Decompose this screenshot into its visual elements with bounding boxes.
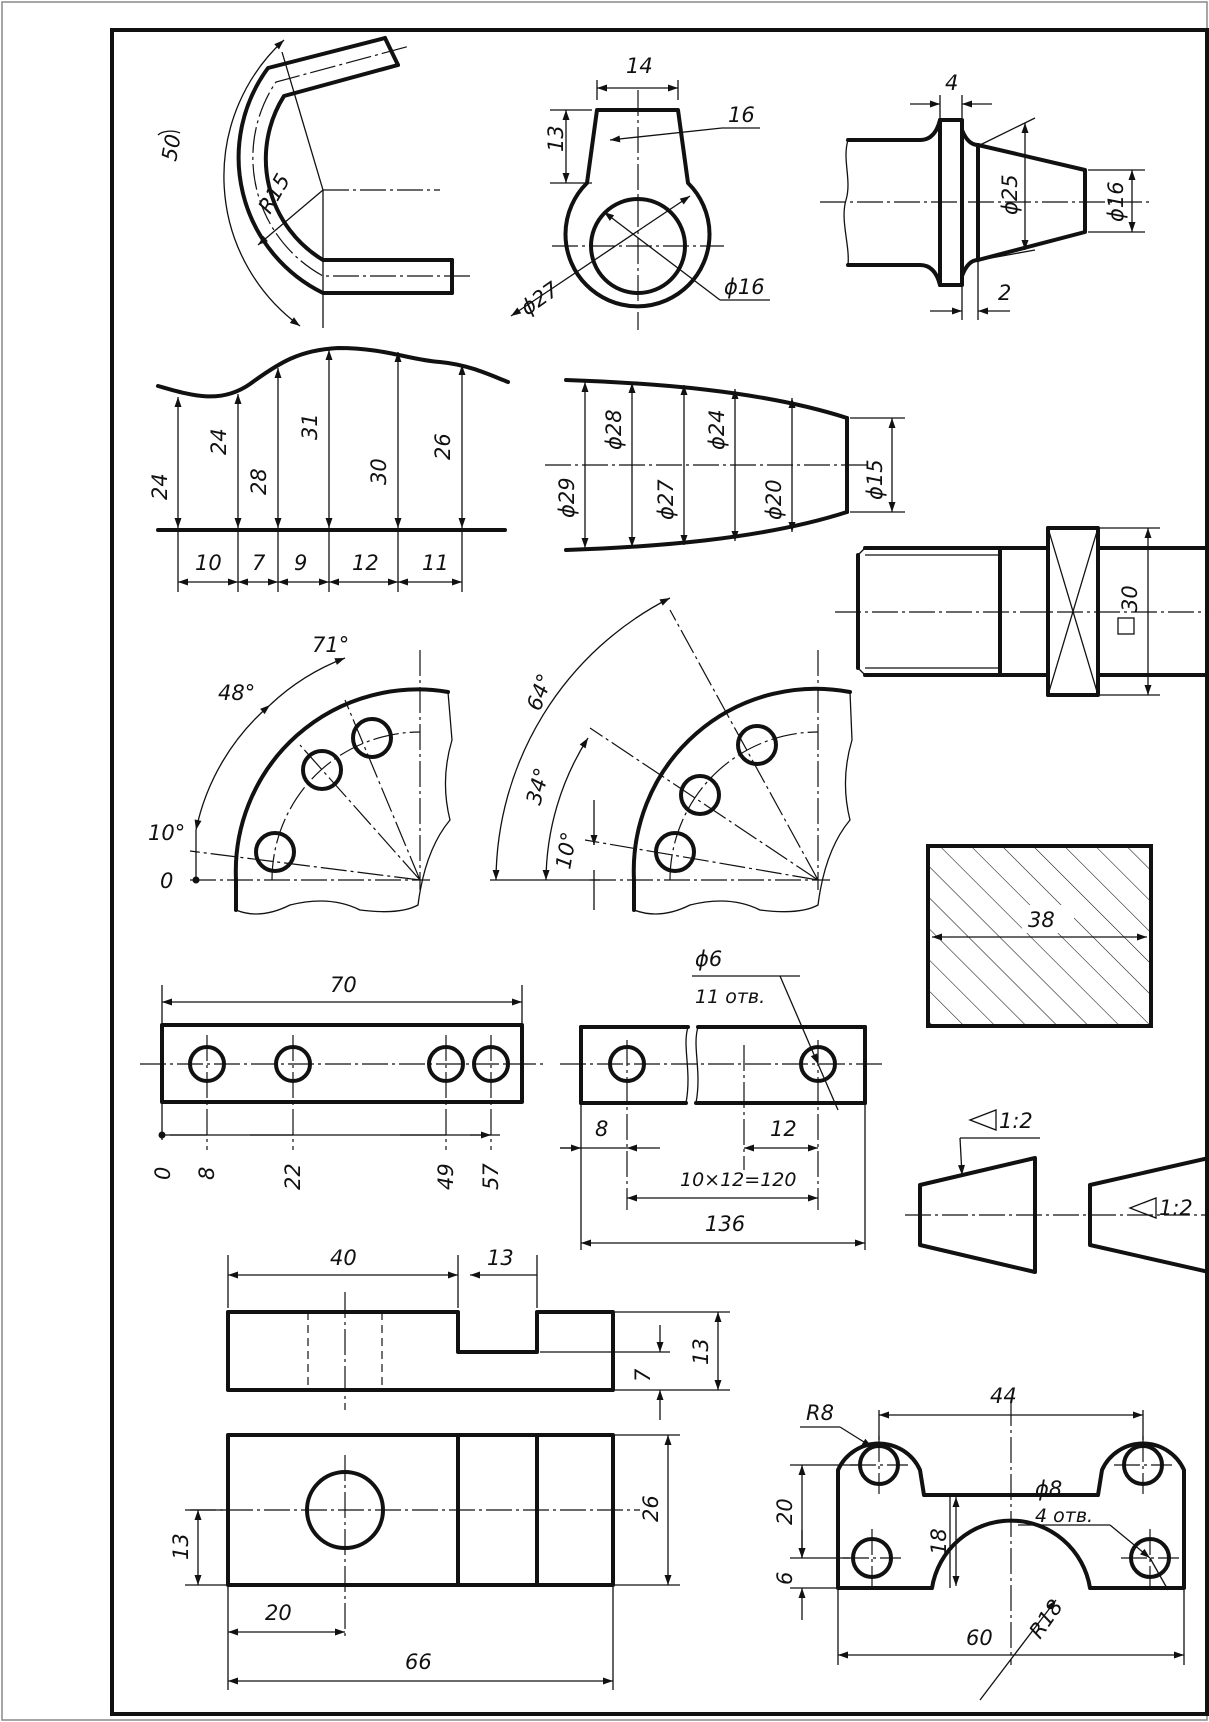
curve-heights-view: 24 24 28 31 30 26 10 7 9 12 11 (148, 346, 510, 592)
section-size-label: 38 (1028, 908, 1055, 932)
curve-spacing-5: 11 (422, 551, 449, 575)
curve-height-3: 28 (247, 468, 271, 495)
top-hole-offset-x-label: 20 (265, 1601, 292, 1625)
eye-outer-dia-label: ϕ27 (516, 277, 564, 320)
curve-spacing-4: 12 (352, 551, 379, 575)
curve-spacing-3: 9 (294, 551, 307, 575)
taper-dia-27: ϕ27 (654, 479, 678, 520)
curve-height-2: 24 (207, 428, 231, 455)
plate-view: ϕ6 11 отв. 12 8 10×12=120 136 (560, 947, 885, 1250)
bracket-hole-count-label: 4 отв. (1035, 1505, 1093, 1527)
block-slot-width-label: 13 (487, 1246, 514, 1270)
strip-length-label: 70 (330, 973, 357, 997)
taper-dia-28: ϕ28 (602, 409, 626, 450)
plate-offset-label: 8 (595, 1117, 608, 1141)
plate-hole-count-label: 11 отв. (695, 986, 765, 1008)
taper-dia-24: ϕ24 (705, 409, 729, 450)
strip-pos-0: 0 (151, 1167, 175, 1180)
top-hole-offset-y-label: 13 (169, 1533, 193, 1560)
taper-ratio-label-1: 1:2 (999, 1109, 1033, 1133)
bracket-arch-height-label: 18 (927, 1528, 951, 1555)
bracket-spacing-label: 44 (990, 1384, 1017, 1408)
bracket-view: R8 44 20 6 18 ϕ8 4 отв. R18 60 (773, 1384, 1186, 1701)
right-angle-64: 64° (522, 671, 557, 714)
square-size-label: 30 (1118, 585, 1142, 612)
curve-height-4: 31 (298, 413, 322, 440)
taper-dia-20: ϕ20 (762, 479, 786, 520)
strip-pos-8: 8 (195, 1167, 219, 1180)
bracket-arch-radius-label: R18 (1024, 1595, 1067, 1643)
plate-hole-dia-label: ϕ6 (695, 947, 722, 971)
eye-radius-label: 16 (728, 103, 755, 127)
holes-right-view: 64° 34° 10° (490, 597, 853, 915)
block-top-view: 26 13 20 66 (169, 1433, 680, 1690)
curve-spacing-2: 7 (252, 551, 266, 575)
flange-width-label: 4 (945, 71, 958, 95)
block-front-view: 40 13 13 7 (226, 1246, 730, 1420)
collar-dia-label: ϕ25 (998, 174, 1022, 215)
left-angle-10: 10° (148, 821, 185, 845)
eye-view: 14 13 16 ϕ27 ϕ16 (510, 54, 770, 330)
taper-dia-29: ϕ29 (555, 477, 579, 518)
flange-gap-label: 2 (998, 281, 1011, 305)
taper-profile-view: ϕ29 ϕ28 ϕ27 ϕ24 ϕ20 ϕ15 (545, 378, 905, 552)
strip-pos-22: 22 (281, 1163, 305, 1190)
hatched-section-view: 38 (926, 844, 1153, 1028)
eye-height-label: 13 (544, 125, 568, 152)
top-height-label: 26 (639, 1495, 663, 1522)
left-angle-71: 71° (312, 633, 349, 657)
curve-height-1: 24 (148, 473, 172, 500)
bracket-height-label: 20 (773, 1498, 797, 1525)
drawing-frame (110, 28, 1209, 1716)
left-angle-48: 48° (218, 681, 255, 705)
block-height-label: 13 (689, 1338, 713, 1365)
strip-view: 70 0 8 22 49 57 (140, 973, 545, 1190)
block-slot-depth-label: 7 (631, 1368, 655, 1382)
tapers-view: 1:2 1:2 (905, 1109, 1209, 1274)
bracket-radius-label: R8 (806, 1401, 834, 1425)
curve-spacing-1: 10 (195, 551, 222, 575)
block-length-label: 40 (330, 1246, 357, 1270)
plate-length-label: 136 (705, 1212, 745, 1236)
bend-arc-length-label: 50 (157, 132, 185, 162)
holes-left-view: 71° 48° 10° 0 (148, 633, 453, 915)
right-angle-10: 10° (551, 830, 581, 871)
curve-height-6: 26 (431, 433, 455, 460)
bent-rod-view: 50 R15 (157, 36, 470, 328)
bracket-hole-dia-label: ϕ8 (1035, 1477, 1062, 1501)
curve-height-5: 30 (367, 458, 391, 485)
bracket-width-label: 60 (966, 1626, 993, 1650)
top-length-label: 66 (405, 1650, 432, 1674)
plate-pitch-label: 12 (770, 1117, 797, 1141)
right-angle-34: 34° (522, 765, 555, 807)
bracket-bottom-label: 6 (773, 1572, 797, 1585)
left-origin: 0 (160, 869, 173, 893)
plate-chain-label: 10×12=120 (680, 1169, 796, 1191)
strip-pos-49: 49 (434, 1163, 458, 1190)
taper-dia-15: ϕ15 (863, 459, 887, 500)
bend-radius-label: R15 (254, 170, 295, 218)
strip-pos-57: 57 (479, 1163, 503, 1190)
eye-width-label: 14 (626, 54, 653, 78)
taper-ratio-label-2: 1:2 (1159, 1196, 1193, 1220)
flange-shaft-view: 4 ϕ25 ϕ16 2 (820, 71, 1150, 320)
square-shaft-view: 30 (835, 526, 1209, 697)
eye-inner-dia-label: ϕ16 (724, 275, 765, 299)
small-dia-label: ϕ16 (1104, 181, 1128, 222)
